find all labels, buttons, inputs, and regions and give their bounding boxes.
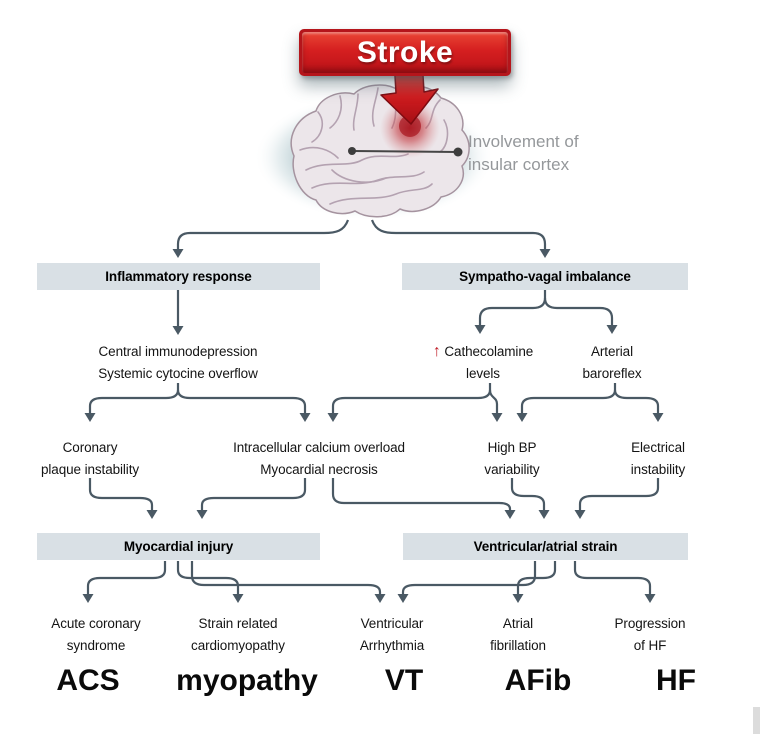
node-line: syndrome [66, 638, 126, 653]
node-line: variability [484, 462, 540, 477]
box-label: Ventricular/atrial strain [473, 539, 618, 554]
node-line: plaque instability [40, 462, 140, 477]
node-acute-coronary-syndrome: Acute coronary syndrome [51, 613, 141, 657]
insular-impact-spot [380, 98, 440, 158]
node-line: Strain related [198, 616, 278, 631]
abbr-vt: VT [384, 664, 424, 697]
node-line: Arrhythmia [359, 638, 425, 653]
label-line: Involvement of [468, 132, 579, 151]
node-strain-cardiomyopathy: Strain related cardiomyopathy [191, 613, 285, 657]
stroke-banner-face: Stroke [302, 32, 508, 73]
node-line: Atrial [502, 616, 534, 631]
box-ventricular-atrial-strain: Ventricular/atrial strain [403, 533, 688, 560]
node-line: baroreflex [582, 366, 642, 381]
node-high-bp-variability: High BP variability [484, 437, 539, 481]
node-calcium-overload: Intracellular calcium overload Myocardia… [233, 437, 405, 481]
abbr-afib: AFib [504, 664, 572, 697]
node-line: instability [630, 462, 686, 477]
node-line: fibrillation [490, 638, 546, 653]
node-arterial-baroreflex: Arterial baroreflex [582, 341, 641, 385]
box-inflammatory-response: Inflammatory response [37, 263, 320, 290]
node-line: Arterial [591, 344, 633, 359]
node-line: Systemic cytocine overflow [98, 366, 258, 381]
box-label: Sympatho-vagal imbalance [459, 269, 631, 284]
node-line: ↑ Cathecolamine [433, 341, 533, 363]
box-label: Myocardial injury [123, 539, 234, 554]
screen-edge-artifact [753, 707, 760, 734]
node-line: Central immunodepression [98, 344, 258, 359]
node-line: Progression [614, 616, 686, 631]
insular-cortex-label: Involvement of insular cortex [468, 130, 579, 176]
abbr-hf: HF [656, 664, 696, 697]
node-atrial-fibrillation: Atrial fibrillation [490, 613, 546, 657]
node-progression-of-hf: Progression of HF [615, 613, 686, 657]
node-ventricular-arrhythmia: Ventricular Arrhythmia [360, 613, 424, 657]
stroke-banner-label: Stroke [356, 35, 454, 69]
box-label: Inflammatory response [105, 269, 252, 284]
node-line: Myocardial necrosis [260, 462, 378, 477]
box-myocardial-injury: Myocardial injury [37, 533, 320, 560]
abbr-acs: ACS [56, 664, 120, 697]
stroke-banner: Stroke [299, 29, 511, 76]
node-line: Intracellular calcium overload [233, 440, 405, 455]
node-line: cardiomyopathy [191, 638, 285, 653]
node-coronary-plaque-instability: Coronary plaque instability [41, 437, 139, 481]
node-central-immunodepression: Central immunodepression Systemic cytoci… [98, 341, 258, 385]
node-electrical-instability: Electrical instability [630, 437, 686, 481]
abbr-myopathy: myopathy [176, 664, 318, 697]
increase-arrow-icon: ↑ [432, 343, 441, 360]
pointer-line [348, 147, 463, 157]
node-line: levels [466, 366, 500, 381]
node-catecholamine-levels: ↑ Cathecolamine levels [433, 341, 533, 385]
box-sympatho-vagal-imbalance: Sympatho-vagal imbalance [402, 263, 688, 290]
node-line: Ventricular [360, 616, 424, 631]
node-line: Coronary [62, 440, 118, 455]
node-line: High BP [487, 440, 537, 455]
node-text: Cathecolamine [444, 344, 534, 359]
node-line: Electrical [631, 440, 685, 455]
label-line: insular cortex [468, 155, 570, 174]
node-line: of HF [633, 638, 667, 653]
node-line: Acute coronary [51, 616, 141, 631]
